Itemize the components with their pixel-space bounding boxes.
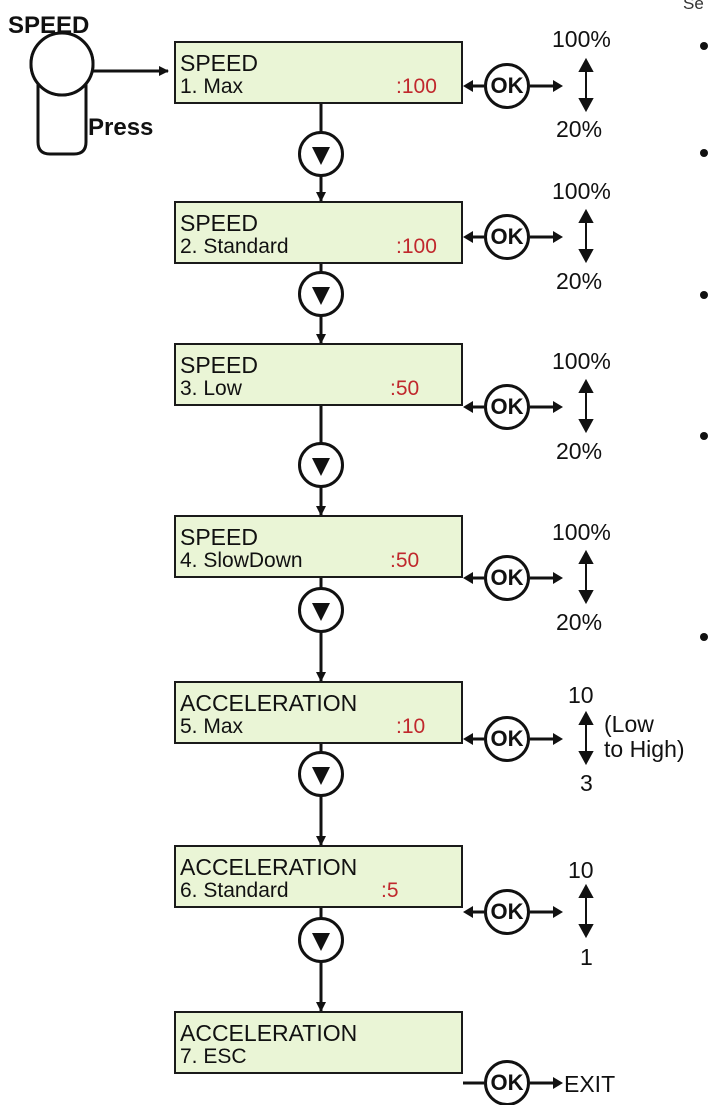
down-arrow-button-icon[interactable] (298, 442, 344, 488)
ok-button-icon[interactable]: OK (484, 384, 530, 430)
lcd-title: SPEED (180, 524, 258, 550)
range-note-line2: to High) (604, 736, 685, 762)
clipped-bullets (700, 42, 708, 641)
lcd-speed-slowdown: SPEED 4. SlowDown :50 (174, 515, 463, 578)
lcd-speed-max: SPEED 1. Max :100 (174, 41, 463, 104)
lcd-value: :50 (390, 377, 420, 400)
lcd-value: :50 (390, 549, 420, 572)
lcd-item: 4. SlowDown (180, 549, 303, 572)
range-top-label: 100% (552, 519, 611, 545)
lcd-speed-low: SPEED 3. Low :50 (174, 343, 463, 406)
down-triangle-icon (312, 603, 330, 621)
range-bottom-label: 3 (580, 770, 593, 796)
down-triangle-icon (312, 458, 330, 476)
down-triangle-icon (312, 287, 330, 305)
exit-label: EXIT (564, 1071, 616, 1097)
lcd-value: :5 (381, 879, 399, 902)
ok-connectors (463, 80, 563, 1089)
up-down-arrow-icon (578, 57, 594, 939)
ok-button-icon[interactable]: OK (484, 63, 530, 109)
ok-button-icon[interactable]: OK (484, 1060, 530, 1105)
lcd-title: ACCELERATION (180, 1020, 358, 1046)
lcd-item: 6. Standard (180, 879, 289, 902)
lcd-acceleration-standard: ACCELERATION 6. Standard :5 (174, 845, 463, 908)
range-top-label: 100% (552, 178, 611, 204)
lcd-title: SPEED (180, 210, 258, 236)
lcd-title: SPEED (180, 352, 258, 378)
range-bottom-label: 20% (556, 116, 603, 142)
range-top-label: 100% (552, 26, 611, 52)
lcd-value: :10 (396, 715, 426, 738)
range-bottom-label: 20% (556, 609, 603, 635)
lcd-item: 7. ESC (180, 1045, 247, 1068)
ok-button-icon[interactable]: OK (484, 716, 530, 762)
ok-button-icon[interactable]: OK (484, 889, 530, 935)
range-top-label: 100% (552, 348, 611, 374)
range-bottom-label: 1 (580, 944, 593, 970)
lcd-item: 1. Max (180, 75, 244, 98)
range-bottom-label: 20% (556, 268, 603, 294)
down-arrow-button-icon[interactable] (298, 271, 344, 317)
lcd-title: ACCELERATION (180, 854, 358, 880)
lcd-item: 2. Standard (180, 235, 289, 258)
lcd-title: ACCELERATION (180, 690, 358, 716)
lcd-acceleration-max: ACCELERATION 5. Max :10 (174, 681, 463, 744)
range-top-label: 10 (568, 857, 594, 883)
down-arrow-button-icon[interactable] (298, 917, 344, 963)
key-press-icon (29, 31, 169, 156)
lcd-item: 3. Low (180, 377, 242, 400)
ok-button-icon[interactable]: OK (484, 214, 530, 260)
press-label: Press (88, 114, 154, 141)
range-bottom-label: 20% (556, 438, 603, 464)
range-note-line1: (Low (604, 711, 654, 737)
lcd-speed-standard: SPEED 2. Standard :100 (174, 201, 463, 264)
lcd-value: :100 (396, 75, 437, 98)
range-top-label: 10 (568, 682, 594, 708)
down-triangle-icon (312, 933, 330, 951)
lcd-title: SPEED (180, 50, 258, 76)
lcd-acceleration-esc: ACCELERATION 7. ESC (174, 1011, 463, 1074)
down-arrow-button-icon[interactable] (298, 131, 344, 177)
down-arrow-button-icon[interactable] (298, 587, 344, 633)
down-arrow-button-icon[interactable] (298, 751, 344, 797)
down-triangle-icon (312, 147, 330, 165)
key-label: SPEED (8, 12, 90, 39)
lcd-item: 5. Max (180, 715, 244, 738)
ok-button-icon[interactable]: OK (484, 555, 530, 601)
lcd-value: :100 (396, 235, 437, 258)
down-triangle-icon (312, 767, 330, 785)
clipped-heading-text: Se (683, 0, 704, 13)
